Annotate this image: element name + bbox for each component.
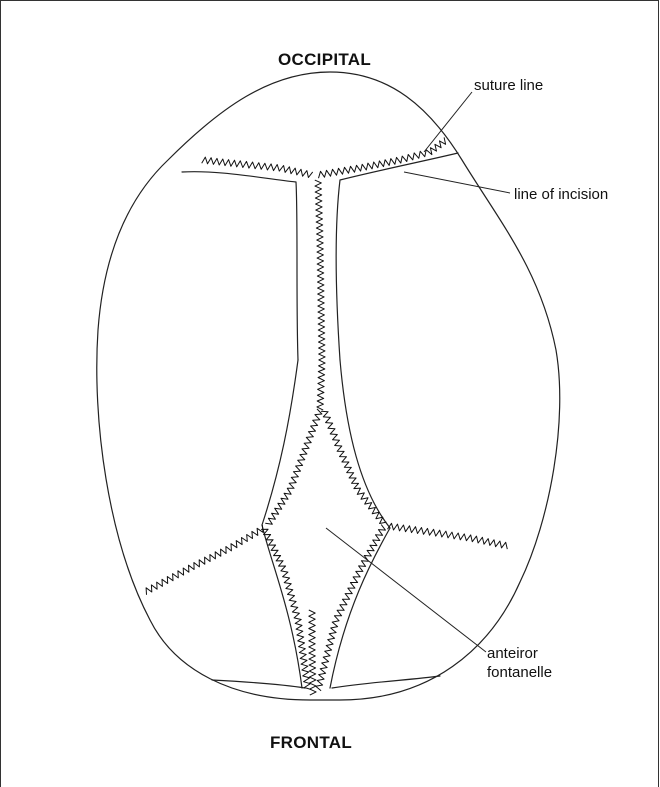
frontal-edge-right: [316, 525, 386, 691]
label-occipital: OCCIPITAL: [278, 50, 371, 70]
fontanelle-edge-left: [265, 409, 322, 524]
lambdoid-suture-left: [202, 157, 313, 177]
incision-upper-right: [336, 153, 458, 360]
frontal-base-left: [212, 680, 305, 688]
suture-lines: [146, 137, 507, 695]
bone-edge-frontal-right: [330, 528, 390, 688]
metopic-suture: [309, 610, 316, 695]
coronal-suture-left: [146, 525, 263, 595]
skull-outline: [97, 72, 560, 700]
label-line-of-incision: line of incision: [514, 186, 608, 203]
bone-edge-frontal-left: [262, 525, 302, 688]
bone-edge-left-lower: [262, 360, 298, 525]
incision-upper-left: [182, 172, 298, 360]
label-frontal: FRONTAL: [270, 733, 352, 753]
frontal-base-right: [332, 676, 440, 688]
lambdoid-suture-right: [319, 137, 446, 178]
label-fontanelle-line2: fontanelle: [487, 663, 552, 682]
label-suture-line: suture line: [474, 77, 543, 94]
label-fontanelle-line1: anteiror: [487, 644, 552, 663]
label-anterior-fontanelle: anteiror fontanelle: [487, 644, 552, 682]
leader-line-of-incision: [404, 172, 510, 193]
leader-suture-line: [424, 92, 472, 152]
leader-anterior-fontanelle: [326, 528, 486, 652]
coronal-suture-right: [388, 523, 508, 549]
sagittal-suture: [315, 180, 325, 410]
